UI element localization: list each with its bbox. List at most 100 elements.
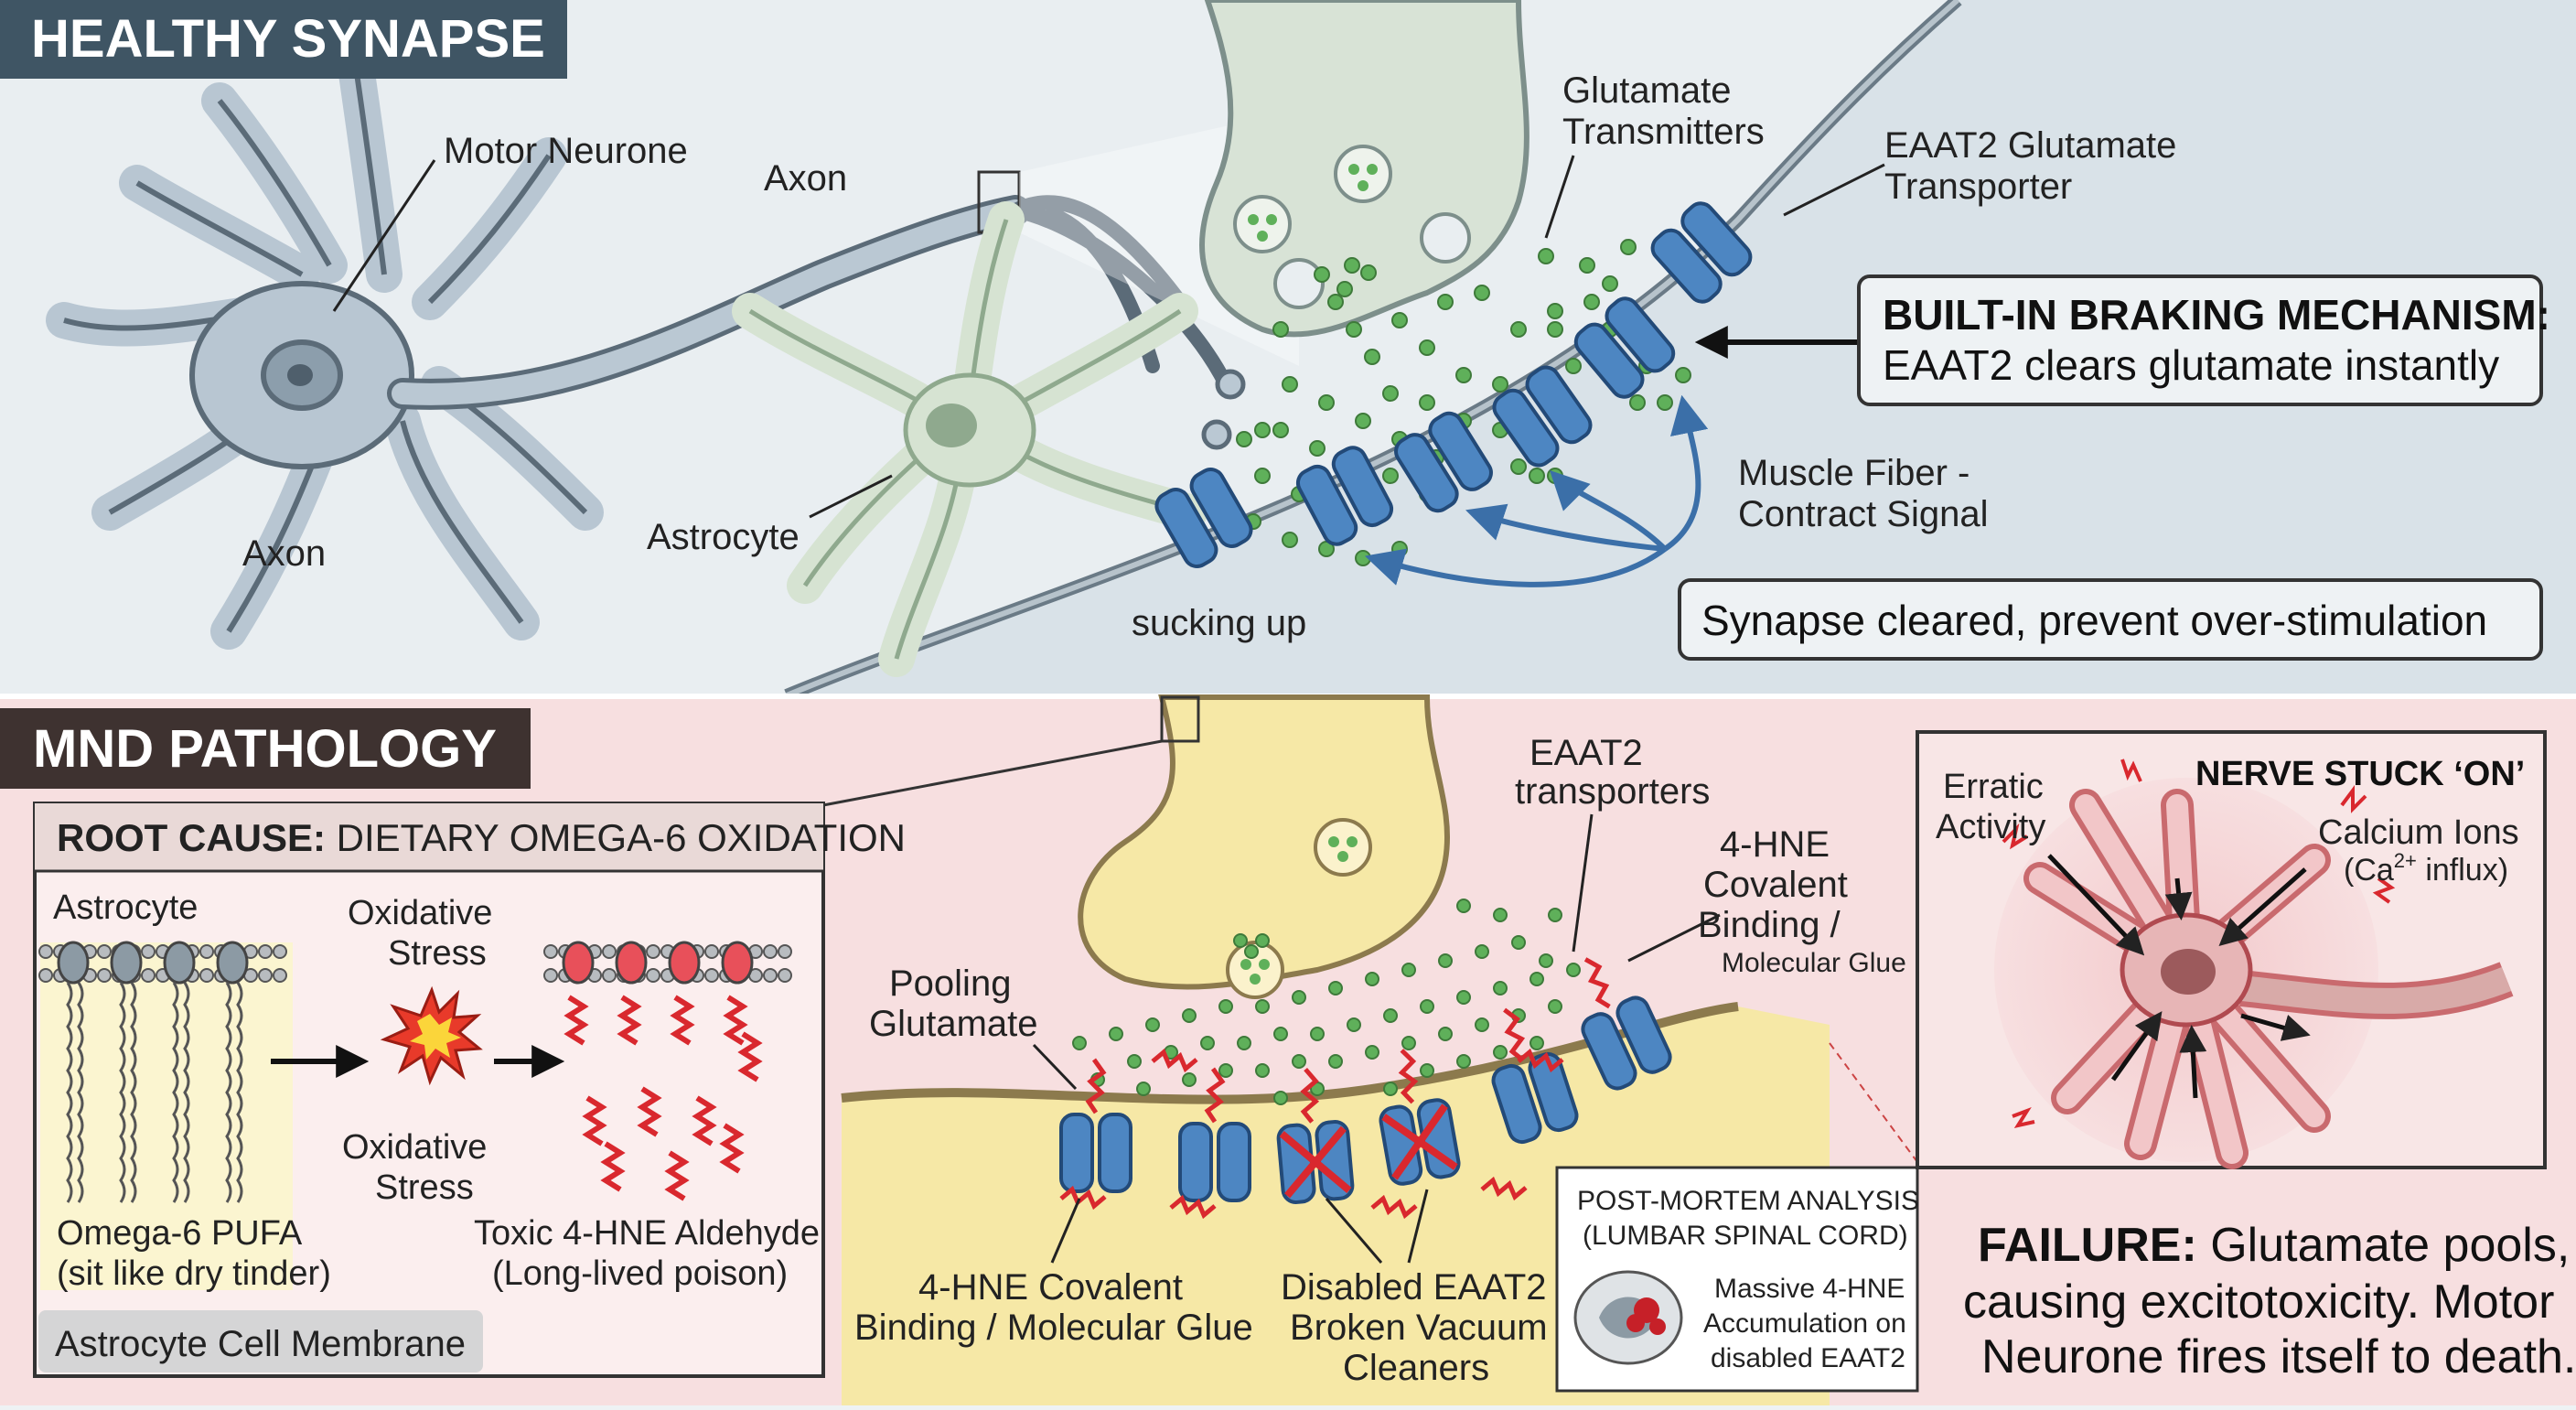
glutamate-dot xyxy=(1346,321,1362,338)
toxic-label-2: (Long-lived poison) xyxy=(492,1254,788,1293)
hne-chain-icon xyxy=(1480,1176,1528,1201)
glutamate-dot xyxy=(1493,981,1508,996)
lipid-head xyxy=(97,944,112,959)
axon-shaft-fill xyxy=(392,199,1026,405)
glutamate-dot xyxy=(1292,990,1306,1005)
transporter-subunit xyxy=(1428,411,1493,491)
pufa-tail xyxy=(130,982,137,1203)
glutamate-dot xyxy=(1510,458,1527,475)
pufa-head xyxy=(163,941,196,985)
glutamate-dot xyxy=(1566,963,1581,977)
glutamate-dot xyxy=(1548,908,1562,922)
glutamate-dot xyxy=(1182,1072,1197,1087)
glutamate-dot xyxy=(1237,1036,1251,1050)
hne-chain-icon xyxy=(1503,1007,1526,1062)
pufa-head xyxy=(216,941,249,985)
transporter-subunit xyxy=(1573,322,1645,399)
glutamate-dot xyxy=(1355,413,1371,429)
glutamate-dot xyxy=(1272,321,1289,338)
glutamate-dot xyxy=(1360,264,1377,281)
glutamate-dot xyxy=(1474,285,1490,301)
astrocyte-label: Astrocyte xyxy=(647,517,800,557)
hne-chain-icon xyxy=(692,1095,717,1146)
hne-chain-icon xyxy=(664,1150,690,1201)
transporter-subunit xyxy=(1650,228,1723,304)
glutamate-dot xyxy=(1456,990,1471,1005)
pufa-tail xyxy=(183,982,190,1203)
transporter-subunit xyxy=(1295,464,1358,546)
failure-3: Neurone fires itself to death. xyxy=(1981,1330,2576,1383)
eaat2-transporter-icon xyxy=(1491,1007,1579,1145)
post-mortem-1: POST-MORTEM ANALYSIS xyxy=(1577,1186,1919,1216)
glutamate-dot xyxy=(1254,468,1271,484)
muscle-label-2: Contract Signal xyxy=(1738,494,1988,534)
pufa-head xyxy=(615,941,648,985)
glutamate-dot xyxy=(1475,1017,1489,1032)
calcium-2b: influx) xyxy=(2417,853,2508,888)
glutamate-dot xyxy=(1365,1045,1379,1060)
glutamate-dot xyxy=(1539,953,1553,968)
glutamate-dot xyxy=(1438,1027,1453,1041)
glutamate-dot xyxy=(1282,376,1298,393)
eaat2-mnd-label-2: transporters xyxy=(1515,771,1710,812)
disabled-label-1: Disabled EAAT2 / xyxy=(1281,1267,1568,1308)
glutamate-dot xyxy=(1218,1063,1233,1078)
lipid-head xyxy=(273,944,287,959)
pooling-label-1: Pooling xyxy=(889,963,1011,1004)
glutamate-dot xyxy=(1309,440,1326,457)
nerve-arrows xyxy=(2047,854,2311,1099)
hne-chain-icon xyxy=(1169,1194,1217,1220)
hne-label-3: Binding / xyxy=(1698,905,1841,945)
glutamate-dot xyxy=(1475,944,1489,959)
glutamate-dot xyxy=(1583,294,1600,310)
glutamate-dot xyxy=(1547,321,1563,338)
glutamate-dot xyxy=(1182,1008,1197,1023)
zoom-line-mnd xyxy=(822,739,1163,807)
hne-chain-icon xyxy=(637,1086,662,1137)
transporter-subunit xyxy=(1491,1063,1542,1145)
braking-title: BUILT-IN BRAKING MECHANISM: xyxy=(1883,291,2550,339)
glutamate-dot xyxy=(1318,394,1335,411)
glutamate-dot xyxy=(1292,1054,1306,1069)
hne-bottom-label-1: 4-HNE Covalent xyxy=(918,1267,1183,1308)
glutamate-dot xyxy=(1255,999,1270,1014)
lipid-head xyxy=(38,944,53,959)
presynaptic-terminal-mnd xyxy=(1078,694,1451,990)
pufa-tail xyxy=(172,982,179,1203)
failure-line-1: FAILURE: Glutamate pools, xyxy=(1978,1219,2570,1272)
eaat2-transporter-icon xyxy=(1581,957,1672,1091)
transporter-subunit xyxy=(1680,201,1753,277)
oxidised-membrane-icon xyxy=(543,941,792,1201)
transporter-subunit xyxy=(1189,468,1253,548)
lipid-head xyxy=(763,968,778,983)
glutamate-dot xyxy=(1255,933,1270,948)
glutamate-dot xyxy=(1437,294,1454,310)
glutamate-dot xyxy=(1548,999,1562,1014)
pufa-tail xyxy=(225,982,232,1203)
hne-chain-icon xyxy=(1370,1194,1418,1220)
omega-label-1: Omega-6 PUFA xyxy=(57,1214,303,1253)
glutamate-dot xyxy=(1401,963,1416,977)
omega-label-2: (sit like dry tinder) xyxy=(57,1254,331,1293)
transporter-subunit xyxy=(1615,996,1672,1074)
glutamate-dot xyxy=(1254,422,1271,438)
disabled-cross-icon xyxy=(1279,1125,1352,1199)
axon-top-label: Axon xyxy=(764,158,847,199)
eaat2-label-2: Transporter xyxy=(1884,167,2072,207)
lipid-head xyxy=(602,944,617,959)
lipid-head xyxy=(543,968,558,983)
glutamate-dot xyxy=(1344,257,1360,274)
eaat2-transporter-icon xyxy=(1276,1067,1355,1204)
glutamate-dot xyxy=(1336,281,1353,297)
hne-chain-icon xyxy=(1151,1048,1198,1073)
glutamate-dot xyxy=(1456,1054,1471,1069)
glutamate-dot xyxy=(1565,358,1582,374)
oxidative-bottom-1: Oxidative xyxy=(342,1128,487,1167)
glutamate-dot xyxy=(1310,1027,1325,1041)
glutamate-dot xyxy=(1419,394,1435,411)
glutamate-dot xyxy=(1364,349,1380,365)
glutamate-dot xyxy=(1273,1027,1288,1041)
post-mortem-2: (LUMBAR SPINAL CORD) xyxy=(1583,1221,1908,1251)
glutamate-dot xyxy=(1438,953,1453,968)
